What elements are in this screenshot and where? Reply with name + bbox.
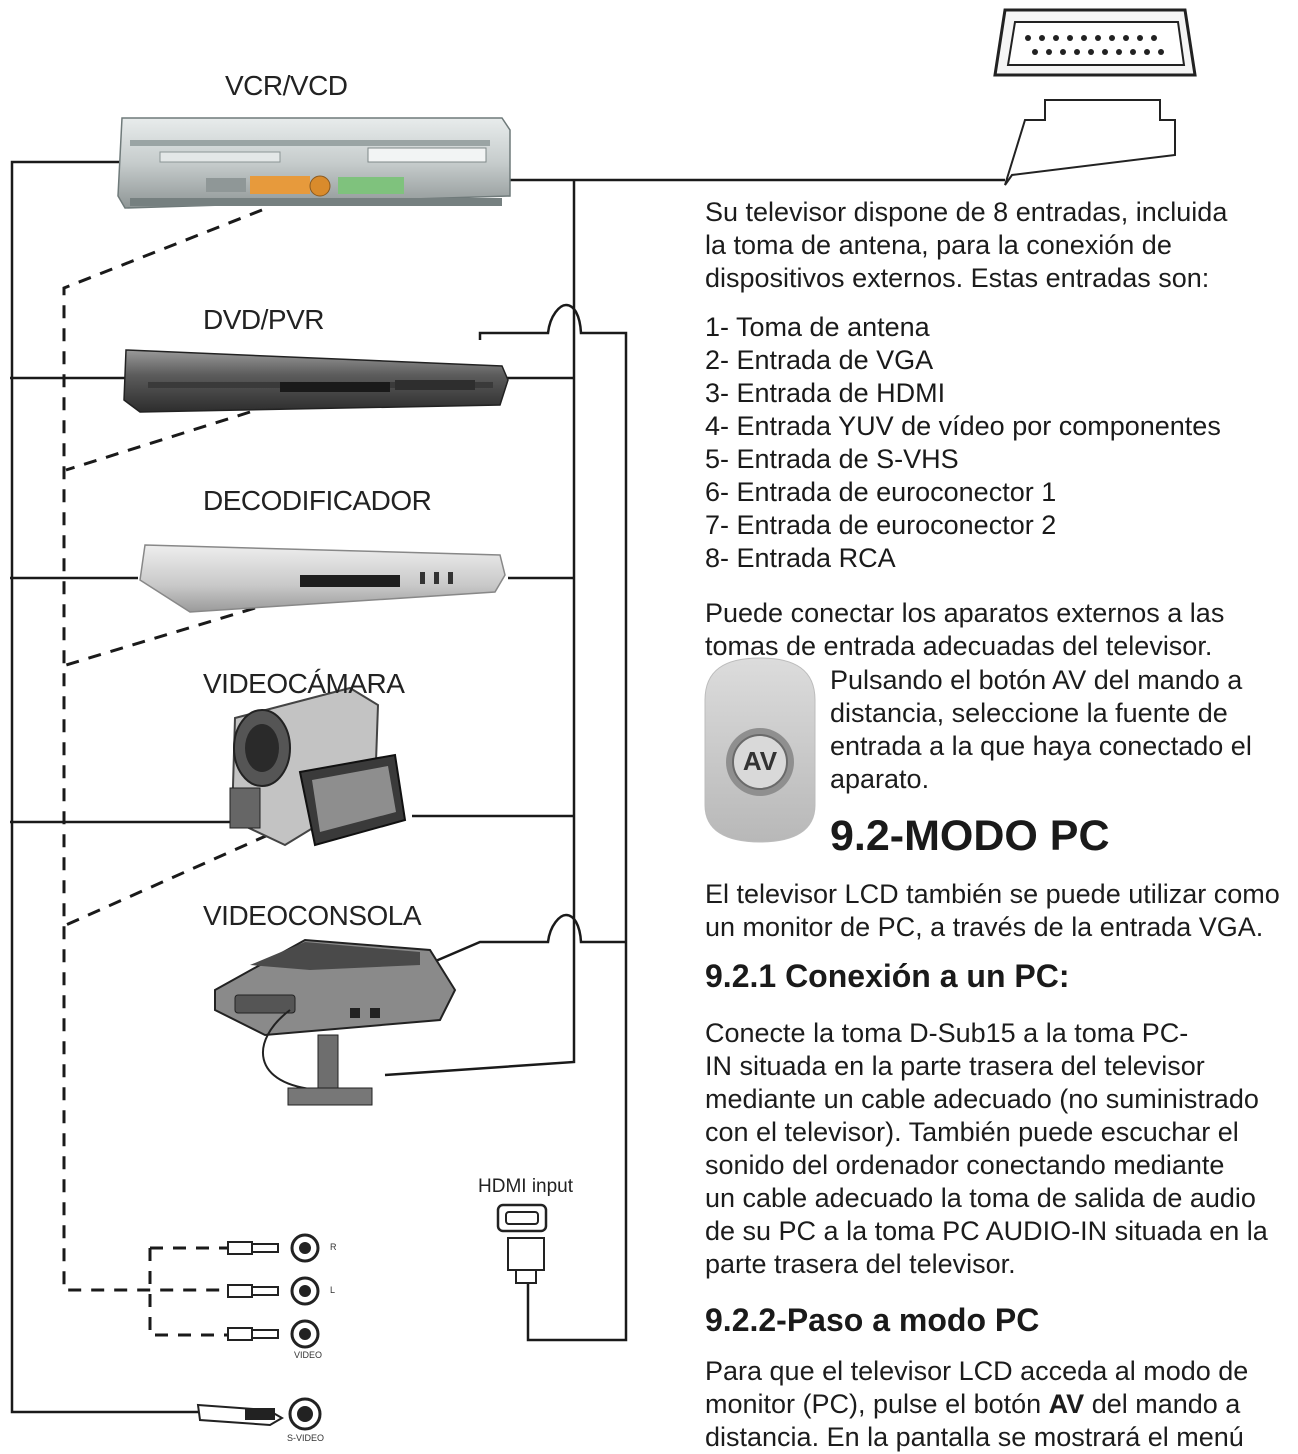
rca-plug-video-icon [227,1319,320,1349]
section-title: 9.2-MODO PC [830,812,1110,860]
intro-line-3: dispositivos externos. Estas entradas so… [705,263,1210,293]
hdmi-input-label: HDMI input [478,1176,574,1197]
list-item: 7- Entrada de euroconector 2 [705,510,1057,540]
list-item: 5- Entrada de S-VHS [705,444,959,474]
list-item: 6- Entrada de euroconector 1 [705,477,1057,507]
sub1-line-6: un cable adecuado la toma de salida de a… [705,1183,1256,1213]
pc-intro-line-1: El televisor LCD también se puede utiliz… [705,879,1280,909]
subsection-1-title: 9.2.1 Conexión a un PC: [705,958,1070,994]
av-text-line-2: distancia, seleccione la fuente de [830,698,1228,728]
decoder-device-icon [139,544,506,613]
camcorder-device-icon [229,686,407,847]
svideo-label: S-VIDEO [287,1433,325,1443]
decoder-label: DECODIFICADOR [203,485,432,516]
list-item: 3- Entrada de HDMI [705,378,946,408]
sub1-line-8: parte trasera del televisor. [705,1249,1016,1279]
rca-video-label: VIDEO [294,1350,323,1360]
vcr-label: VCR/VCD [225,70,348,101]
list-item: 2- Entrada de VGA [705,345,934,375]
game-console-device-icon [214,938,457,1106]
subsection-2-title: 9.2.2-Paso a modo PC [705,1302,1040,1338]
scart-connector-icon [993,8,1197,186]
list-item: 1- Toma de antena [705,312,930,342]
av-text-line-4: aparato. [830,764,930,794]
sub1-line-2: IN situada en la parte trasera del telev… [705,1051,1205,1081]
intro-line-2: la toma de antena, para la conexión de [705,230,1172,260]
svideo-jack-icon [196,1397,322,1431]
console-label: VIDEOCONSOLA [203,900,422,931]
list-item: 4- Entrada YUV de vídeo por componentes [705,411,1221,441]
list-item: 8- Entrada RCA [705,543,896,573]
sub2-line-2: monitor (PC), pulse el botón AV del mand… [705,1388,1240,1421]
pc-intro-line-2: un monitor de PC, a través de la entrada… [705,912,1264,942]
dvd-label: DVD/PVR [203,304,324,335]
av-button-icon [704,657,816,843]
sub1-line-7: de su PC a la toma PC AUDIO-IN situada e… [705,1216,1268,1246]
sub1-line-5: sonido del ordenador conectando mediante [705,1150,1225,1180]
sub2-line-3: distancia. En la pantalla se mostrará el… [705,1422,1244,1452]
vcr-device-icon [117,117,511,209]
inputs-list: 1- Toma de antena 2- Entrada de VGA 3- E… [705,311,1221,575]
rca-jacks [227,1233,320,1349]
connect-line-1: Puede conectar los aparatos externos a l… [705,598,1225,628]
sub1-line-3: mediante un cable adecuado (no suministr… [705,1084,1259,1114]
connect-line-2: tomas de entrada adecuadas del televisor… [705,631,1213,661]
sub2-av-bold: AV [1048,1389,1085,1419]
rca-l-label: L [330,1285,336,1295]
dvd-device-icon [123,349,509,413]
sub2-line-1: Para que el televisor LCD acceda al modo… [705,1356,1249,1386]
av-button-label: AV [742,746,778,776]
sub2-line-2a: monitor (PC), pulse el botón [705,1389,1049,1419]
sub1-line-1: Conecte la toma D-Sub15 a la toma PC- [705,1018,1189,1048]
rca-plug-r-icon [227,1233,320,1263]
sub2-line-2c: del mando a [1084,1389,1241,1419]
sub1-line-4: con el televisor). También puede escucha… [705,1117,1239,1147]
av-text-line-1: Pulsando el botón AV del mando a [830,665,1243,695]
av-text-line-3: entrada a la que haya conectado el [830,731,1252,761]
intro-line-1: Su televisor dispone de 8 entradas, incl… [705,197,1228,227]
camcorder-label: VIDEOCÁMARA [203,668,405,699]
rca-r-label: R [330,1242,337,1252]
rca-plug-l-icon [227,1276,320,1306]
hdmi-input-icon [496,1203,548,1284]
